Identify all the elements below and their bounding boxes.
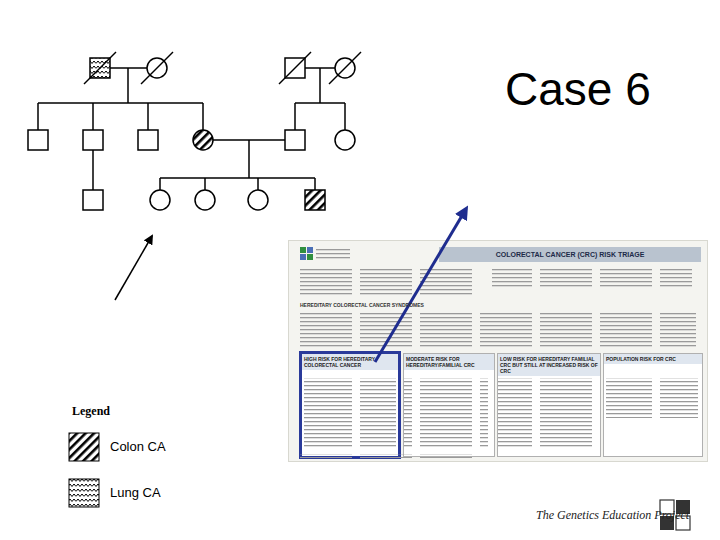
- node-text: HIGH RISK FOR HEREDITARY COLORECTAL CANC…: [302, 354, 398, 370]
- legend-heading: Legend: [72, 404, 110, 419]
- legend-text: Colon CA: [110, 439, 166, 454]
- node-text: LOW RISK FOR HEREDITARY FAMILIAL CRC BUT…: [498, 354, 600, 376]
- section-heading: HEREDITARY COLORECTAL CANCER SYNDROMES: [300, 302, 424, 308]
- risk-column: MODERATE RISK FOR HEREDITARY/FAMILIAL CR…: [403, 353, 495, 457]
- node-text: MODERATE RISK FOR HEREDITARY/FAMILIAL CR…: [404, 354, 494, 370]
- publisher-logo: The Genetics Education Project: [536, 508, 689, 523]
- risk-column: POPULATION RISK FOR CRC: [603, 353, 703, 457]
- swatch-fill: [69, 433, 99, 461]
- node-text: POPULATION RISK FOR CRC: [604, 354, 702, 364]
- triage-document: COLORECTAL CANCER (CRC) RISK TRIAGE HIGH …: [288, 240, 708, 462]
- node-text: COLORECTAL CANCER (CRC) RISK TRIAGE: [439, 247, 701, 262]
- legend-text: Lung CA: [110, 485, 161, 500]
- legend-swatch: [68, 478, 100, 508]
- swatch-fill: [69, 479, 99, 507]
- pedigree: [28, 52, 361, 210]
- slide-title: Case 6: [505, 62, 651, 116]
- proband-arrow: [115, 236, 152, 300]
- risk-column: LOW RISK FOR HEREDITARY FAMILIAL CRC BUT…: [497, 353, 601, 457]
- legend-swatch: [68, 432, 100, 462]
- risk-column: HIGH RISK FOR HEREDITARY COLORECTAL CANC…: [299, 351, 401, 459]
